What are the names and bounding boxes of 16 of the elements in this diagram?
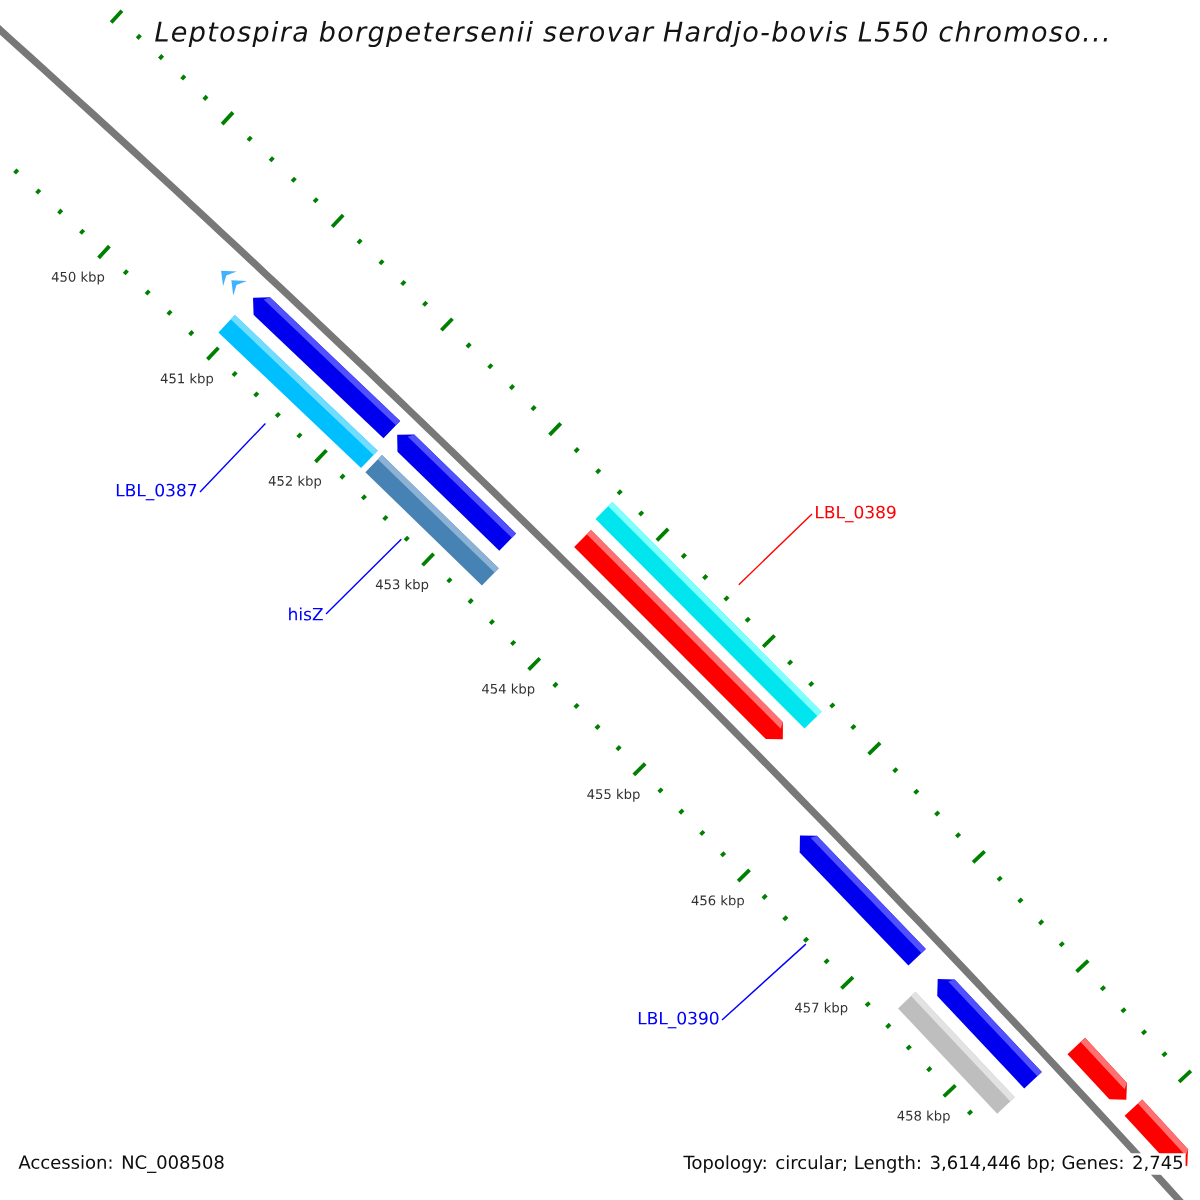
gene-bar bbox=[898, 991, 1015, 1114]
gene-label: LBL_0387 bbox=[116, 483, 197, 501]
gene-marker bbox=[221, 270, 247, 296]
gene-bar bbox=[799, 835, 926, 966]
leader-line bbox=[721, 943, 807, 1021]
leader-line bbox=[325, 538, 402, 615]
footer-text: Topology: circular; Length: 3,614,446 bp; Genes: 2,745 bbox=[681, 1153, 1186, 1175]
footer-text: Accession: NC_008508 bbox=[18, 1155, 224, 1173]
gene-label: LBL_0389 bbox=[816, 505, 896, 523]
title: Leptospira borgpetersenii serovar Hardjo-bovis L550 chromoso... bbox=[155, 20, 1107, 48]
gene-bar bbox=[218, 315, 378, 469]
gene-bar bbox=[1067, 1037, 1127, 1100]
leader-line bbox=[738, 513, 813, 586]
gene-label: LBL_0390 bbox=[638, 1011, 719, 1029]
gene-label: hisZ bbox=[289, 607, 323, 621]
leader-line bbox=[199, 422, 267, 493]
